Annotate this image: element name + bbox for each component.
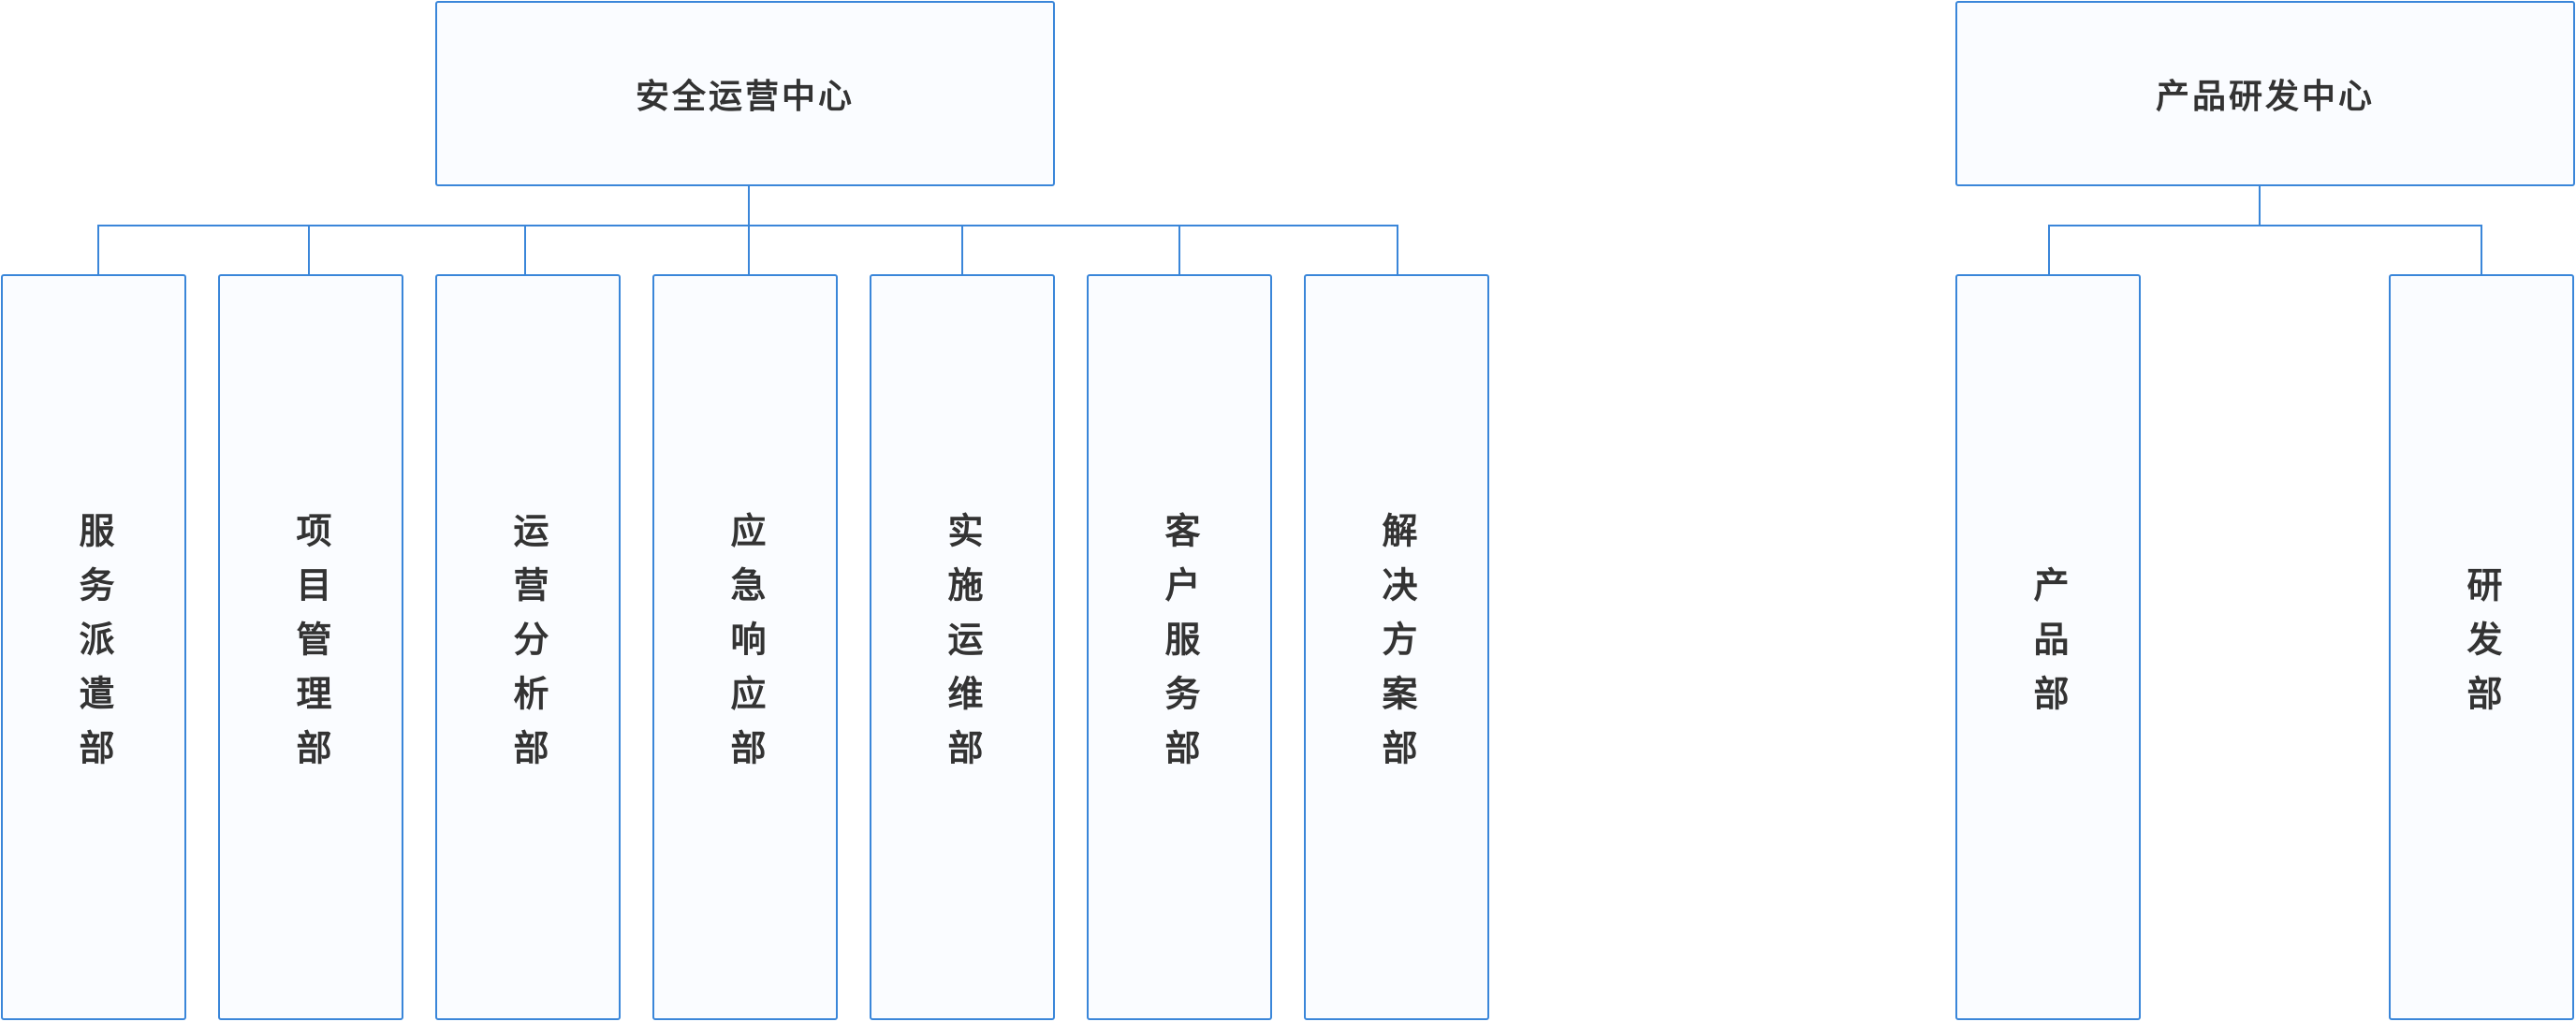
center-title: 安全运营中心 (635, 78, 855, 116)
department-node: 服务派遣部 (1, 274, 186, 1020)
department-label: 服务派遣部 (73, 511, 114, 783)
connector-line (524, 225, 526, 274)
department-label: 解决方案部 (1376, 511, 1417, 783)
connector-line (308, 225, 310, 274)
connector-line (97, 225, 99, 274)
department-label: 实施运维部 (942, 511, 983, 783)
department-node: 研发部 (2389, 274, 2574, 1020)
center-node-security-operations: 安全运营中心 (435, 1, 1055, 186)
department-label: 运营分析部 (507, 511, 549, 783)
department-label: 项目管理部 (290, 511, 331, 783)
connector-line (1397, 225, 1398, 274)
department-node: 运营分析部 (435, 274, 621, 1020)
connector-line (1178, 225, 1180, 274)
connector-line (961, 225, 963, 274)
department-node: 产品部 (1955, 274, 2141, 1020)
department-label: 应急响应部 (724, 511, 766, 783)
department-node: 客户服务部 (1087, 274, 1272, 1020)
department-label: 客户服务部 (1159, 511, 1200, 783)
connector-line (748, 186, 750, 226)
center-node-product-rd: 产品研发中心 (1955, 1, 2575, 186)
connector-line (748, 225, 750, 274)
department-label: 产品部 (2027, 565, 2069, 729)
department-label: 研发部 (2461, 565, 2502, 729)
department-node: 实施运维部 (870, 274, 1055, 1020)
department-node: 解决方案部 (1304, 274, 1489, 1020)
department-node: 项目管理部 (218, 274, 403, 1020)
center-title: 产品研发中心 (2155, 78, 2375, 116)
connector-line (2259, 186, 2261, 226)
department-node: 应急响应部 (652, 274, 838, 1020)
connector-line (2048, 225, 2050, 274)
connector-line (2481, 225, 2482, 274)
connector-line (2048, 225, 2482, 226)
